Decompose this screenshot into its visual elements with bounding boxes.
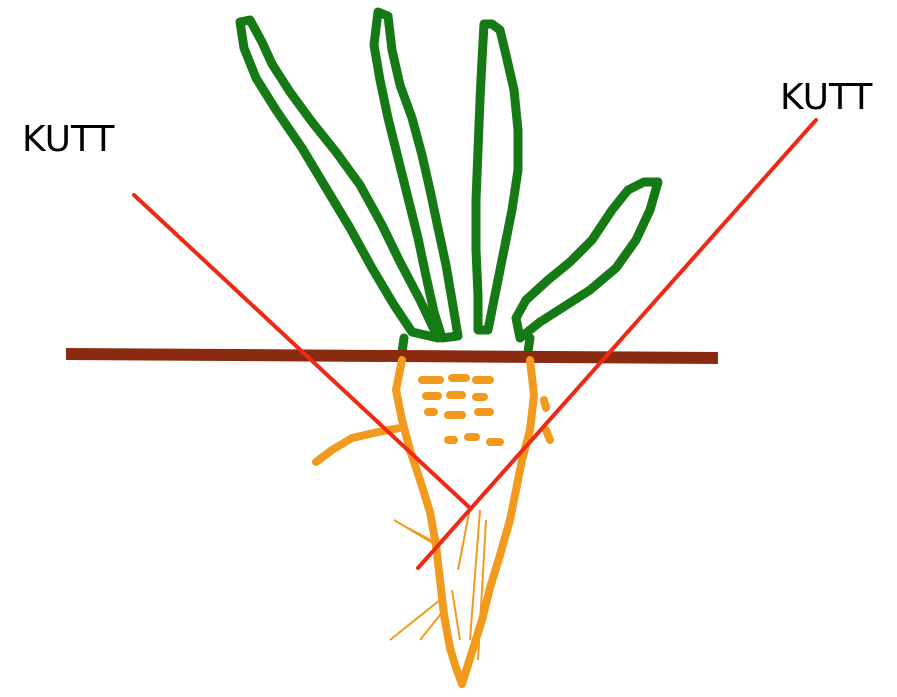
leaf-stub-right: [528, 338, 530, 352]
leaf-4: [516, 182, 658, 338]
cut-label-left: KUTT: [22, 122, 114, 158]
root: [316, 360, 550, 684]
root-outline-right: [462, 360, 534, 684]
root-dash-3: [428, 412, 490, 415]
root-dash-2: [426, 395, 484, 397]
leaf-1: [240, 20, 438, 338]
root-dash-4: [448, 437, 500, 442]
ground-line: [66, 354, 718, 358]
cut-label-right: KUTT: [780, 80, 872, 116]
leaves: [240, 12, 658, 352]
root-dash-1: [422, 378, 490, 380]
leaf-3: [476, 24, 518, 330]
leaf-stub-left: [402, 338, 404, 352]
